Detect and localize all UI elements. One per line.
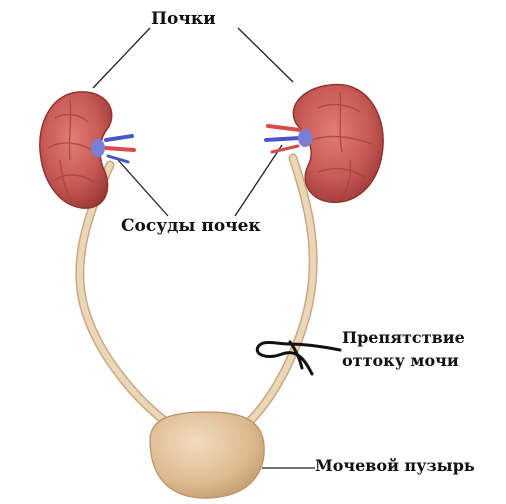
leader-vessel-right <box>235 145 282 216</box>
leader-vessel-left <box>118 160 168 216</box>
leader-kidney-left <box>93 28 150 88</box>
label-renal-vessels: Сосуды почек <box>121 216 261 236</box>
label-kidneys: Почки <box>151 9 216 29</box>
label-bladder: Мочевой пузырь <box>315 456 475 475</box>
leader-lines <box>93 28 315 468</box>
ureters <box>80 158 313 430</box>
leader-kidney-right <box>238 28 293 82</box>
renal-vessels-right <box>266 126 312 152</box>
label-obstruction-line1: Препятствие <box>342 326 465 349</box>
label-obstruction: Препятствие оттоку мочи <box>342 326 465 372</box>
bladder <box>150 412 264 498</box>
label-obstruction-line2: оттоку мочи <box>342 349 465 372</box>
